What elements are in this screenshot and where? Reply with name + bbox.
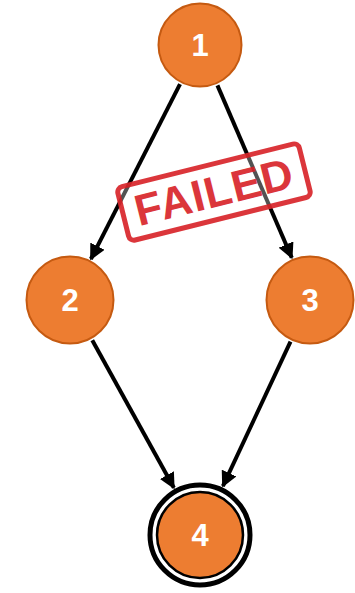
- circle-fill: [159, 4, 242, 87]
- state-circle: 1: [157, 2, 243, 88]
- inner-circle: [157, 492, 243, 578]
- state-number: 1: [191, 30, 208, 61]
- state-circle: 2: [25, 255, 115, 345]
- circle-fill: [27, 257, 114, 344]
- state-number: 3: [301, 285, 318, 316]
- state-circle: 3: [265, 255, 355, 345]
- accept-state: 4: [147, 482, 253, 588]
- state-number: 2: [61, 285, 78, 316]
- transition-arrow: [223, 342, 291, 486]
- circle-fill: [267, 257, 354, 344]
- outer-ring: [150, 485, 250, 585]
- transition-arrow: [92, 340, 174, 487]
- state-number: 4: [191, 520, 208, 551]
